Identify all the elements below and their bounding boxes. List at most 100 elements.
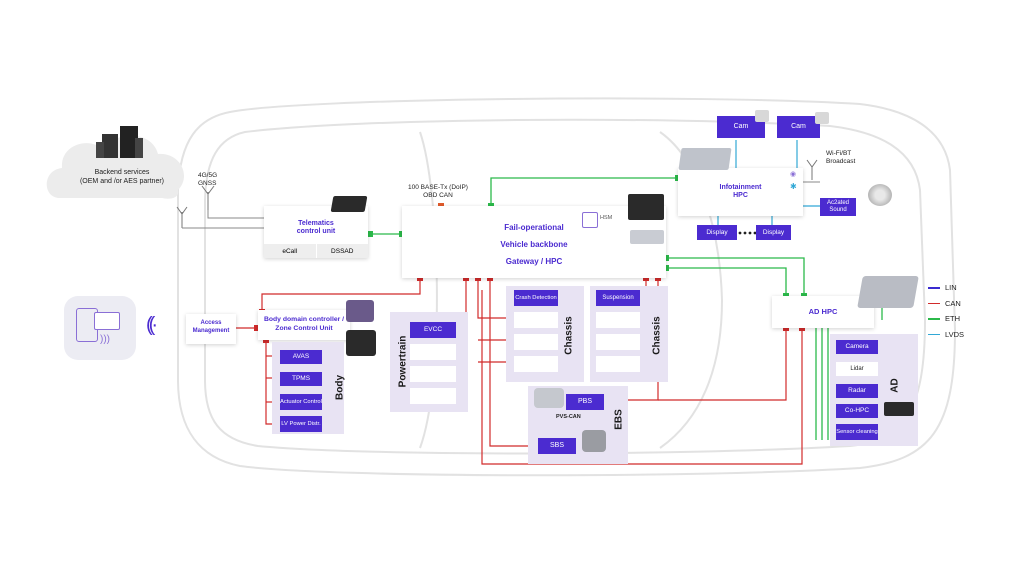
ebs-section-title: EBS bbox=[613, 409, 625, 430]
gateway-module-icon bbox=[628, 194, 664, 220]
tpms-button[interactable]: TPMS bbox=[280, 372, 322, 386]
infotainment-title-line2: HPC bbox=[733, 192, 748, 200]
chassis-2-section-title: Chassis bbox=[651, 316, 663, 355]
ecall-label: eCall bbox=[264, 244, 317, 258]
wifi-signal-icon: ◉ bbox=[790, 171, 797, 178]
cloud-line1: Backend services bbox=[94, 169, 150, 176]
body-chip-icon bbox=[346, 330, 376, 356]
powertrain-slot bbox=[410, 388, 456, 404]
display-ellipsis bbox=[738, 231, 757, 235]
pvs-can-label: PVS-CAN bbox=[556, 414, 581, 420]
co-hpc-button[interactable]: Co-HPC bbox=[836, 404, 878, 418]
cam-1-button[interactable]: Cam bbox=[717, 116, 765, 138]
infotainment-title-line1: Infotainment bbox=[719, 184, 762, 191]
body-section-title: Body bbox=[334, 375, 346, 400]
hsm-label: HSM bbox=[600, 215, 613, 221]
access-management[interactable]: Access Management bbox=[186, 314, 236, 344]
legend-label: LVDS bbox=[945, 329, 965, 339]
cam-2-button[interactable]: Cam bbox=[777, 116, 820, 138]
tablet-icon bbox=[94, 312, 120, 330]
telematics-title-line1: Telematics bbox=[298, 220, 334, 227]
legend: LIN CAN ETH LVDS bbox=[928, 280, 988, 342]
legend-line bbox=[928, 287, 940, 289]
display-1-button[interactable]: Display bbox=[697, 225, 737, 240]
chassis-2-slot bbox=[596, 312, 640, 328]
eth-lines bbox=[372, 177, 883, 440]
gateway-line2: Vehicle backbone bbox=[500, 239, 568, 249]
sensor-cleaning-button[interactable]: Sensor cleaning bbox=[836, 424, 878, 440]
lidar-button[interactable]: Lidar bbox=[836, 362, 878, 376]
ad-module-icon bbox=[857, 276, 919, 308]
network-label: 4G/5G GNSS bbox=[198, 172, 218, 187]
powertrain-slot bbox=[410, 366, 456, 382]
cloud-line2: (OEM and /or AES partner) bbox=[79, 178, 165, 186]
infotainment-hpc[interactable]: Infotainment HPC ✱ ◉ bbox=[678, 168, 803, 216]
chassis-2-slot bbox=[596, 334, 640, 350]
legend-item-eth: ETH bbox=[928, 311, 988, 327]
ad-section-title: AD bbox=[889, 378, 901, 393]
gateway-hpc[interactable]: Fail-operational Vehicle backbone Gatewa… bbox=[402, 194, 666, 278]
dssad-label: DSSAD bbox=[331, 247, 354, 255]
radar-button[interactable]: Radar bbox=[836, 384, 878, 398]
legend-line bbox=[928, 302, 940, 304]
brake-valve-icon bbox=[534, 388, 564, 408]
hsm-chip-icon bbox=[582, 212, 598, 228]
powertrain-section-title: Powertrain bbox=[397, 335, 409, 388]
telematics-module-icon bbox=[330, 196, 368, 212]
legend-line bbox=[928, 333, 940, 335]
legend-label: CAN bbox=[945, 298, 961, 308]
ad-hpc[interactable]: AD HPC bbox=[772, 296, 874, 328]
chassis-1-slot bbox=[514, 312, 558, 328]
body-title-line2: Zone Control Unit bbox=[275, 324, 333, 332]
gateway-line3: Gateway / HPC bbox=[505, 256, 563, 266]
chassis-1-section-title: Chassis bbox=[563, 316, 575, 355]
nfc-icon: ))) bbox=[100, 334, 110, 345]
cloud-backend bbox=[46, 126, 185, 199]
avas-button[interactable]: AVAS bbox=[280, 350, 322, 364]
brake-unit-icon bbox=[582, 430, 606, 452]
body-board-icon bbox=[346, 300, 374, 322]
suspension-button[interactable]: Suspension bbox=[596, 290, 640, 306]
body-title-line1: Body domain controller / bbox=[263, 316, 345, 323]
sbs-button[interactable]: SBS bbox=[538, 438, 576, 454]
wireless-signal-icon: ((· bbox=[146, 314, 158, 336]
server-icon bbox=[96, 126, 143, 158]
legend-item-lin: LIN bbox=[928, 280, 988, 296]
infotainment-module-icon bbox=[678, 148, 732, 170]
sound-line1: Ac2ated bbox=[826, 200, 850, 207]
access-line2: Management bbox=[192, 327, 230, 334]
camera-icon bbox=[815, 112, 829, 124]
crash-detection-button[interactable]: Crash Detection bbox=[514, 290, 558, 306]
chassis-2-slot bbox=[596, 356, 640, 372]
legend-label: ETH bbox=[945, 314, 960, 324]
wifi-line2: Broadcast bbox=[826, 157, 856, 165]
legend-label: LIN bbox=[945, 283, 957, 293]
pbs-button[interactable]: PBS bbox=[566, 394, 604, 410]
lv-power-button[interactable]: LV Power Distr. bbox=[280, 416, 322, 432]
chassis-1-slot bbox=[514, 356, 558, 372]
access-line1: Access bbox=[200, 320, 222, 326]
display-2-button[interactable]: Display bbox=[756, 225, 791, 240]
obd-line1: 100 BASE-Tx (DoIP) bbox=[408, 184, 468, 191]
ad-hpc-title: AD HPC bbox=[808, 307, 838, 316]
camera-icon bbox=[755, 110, 769, 122]
chassis-1-slot bbox=[514, 334, 558, 350]
camera-button[interactable]: Camera bbox=[836, 340, 878, 354]
actuator-control-button[interactable]: Actuator Control bbox=[280, 394, 322, 410]
evcc-button[interactable]: EVCC bbox=[410, 322, 456, 338]
telematics-title-line2: control unit bbox=[296, 228, 336, 236]
bluetooth-icon: ✱ bbox=[790, 182, 797, 191]
telematics-control-unit[interactable]: Telematics control unit eCall DSSAD bbox=[264, 206, 368, 258]
speaker-icon bbox=[868, 184, 892, 206]
legend-item-can: CAN bbox=[928, 296, 988, 312]
wifi-line1: Wi-Fi/BT bbox=[826, 150, 852, 157]
sound-line2: Sound bbox=[829, 207, 847, 213]
co-hpc-chip-icon bbox=[884, 402, 914, 416]
legend-item-lvds: LVDS bbox=[928, 327, 988, 343]
legend-line bbox=[928, 318, 940, 320]
body-domain-controller[interactable]: Body domain controller / Zone Control Un… bbox=[258, 310, 350, 340]
obd-line2: OBD CAN bbox=[423, 192, 453, 200]
powertrain-slot bbox=[410, 344, 456, 360]
antenna-icon bbox=[176, 159, 818, 228]
